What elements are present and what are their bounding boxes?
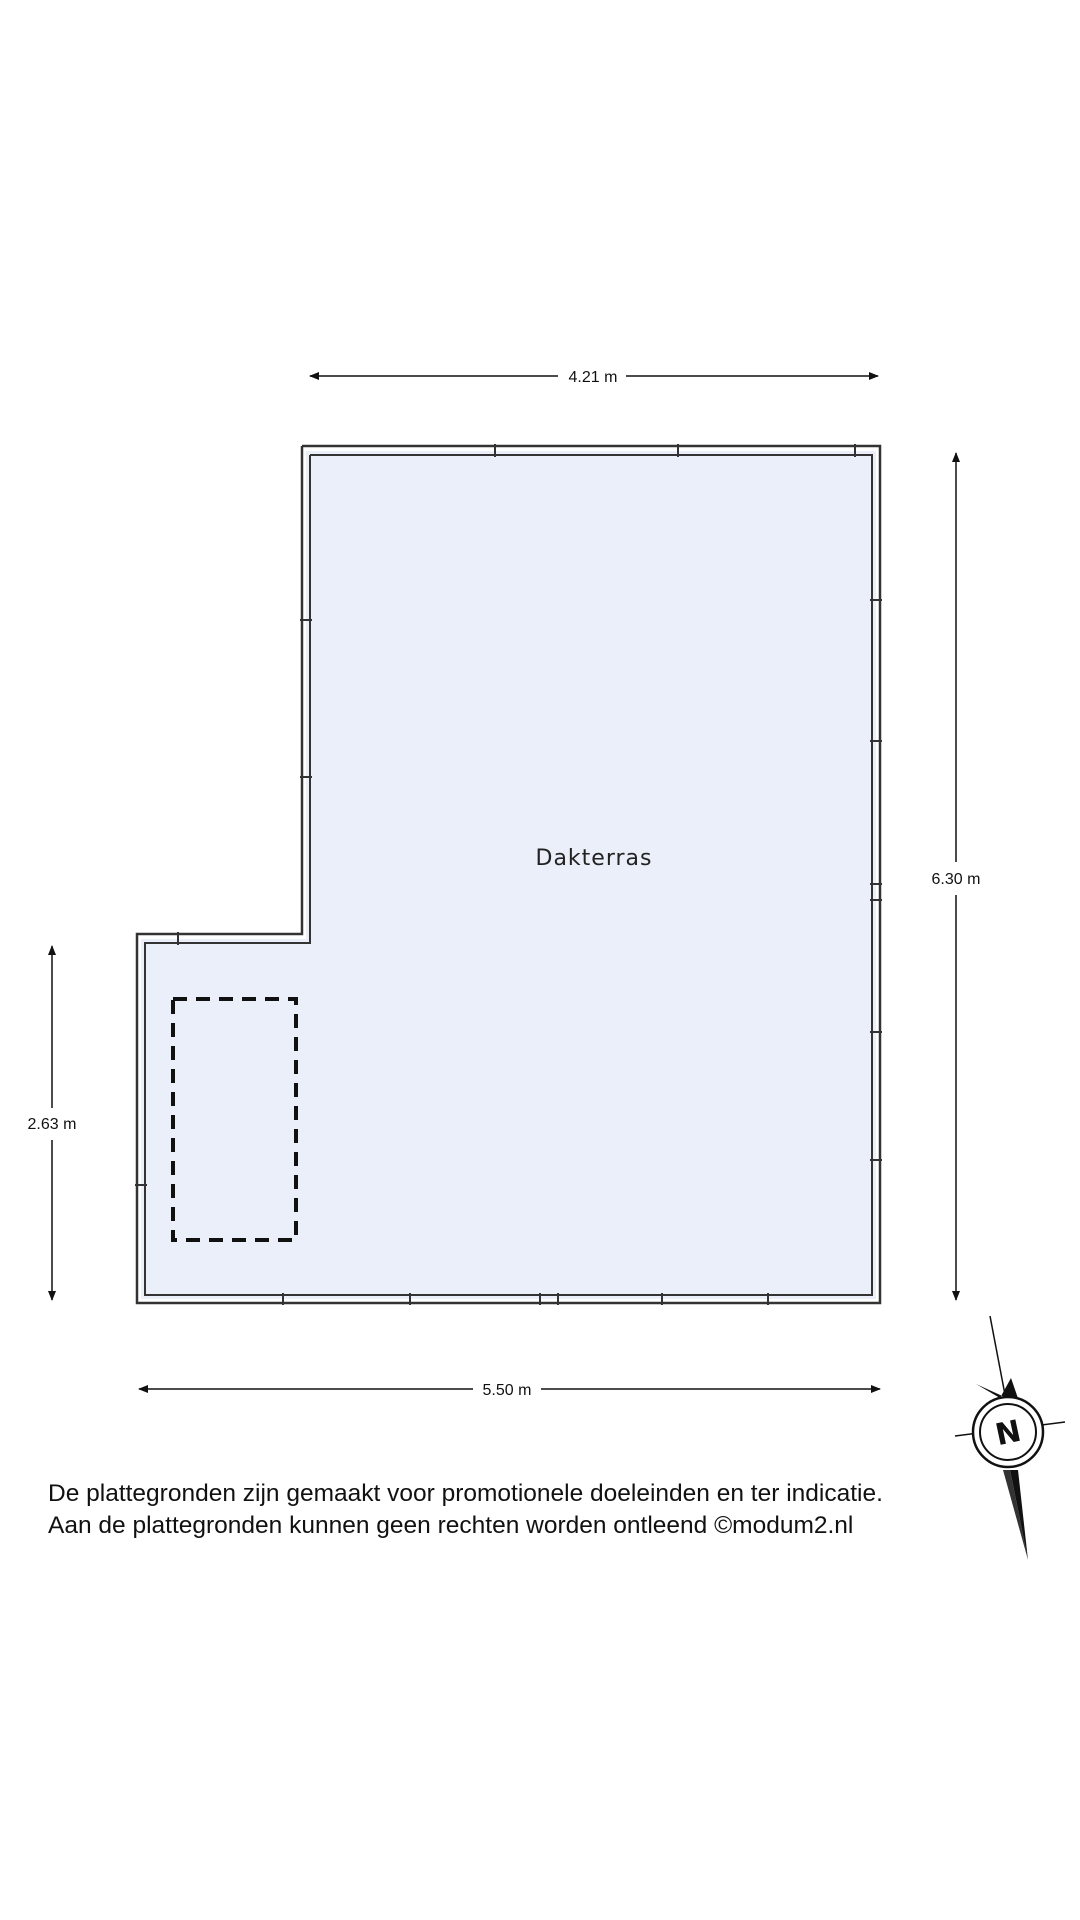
wall-inner	[144, 454, 873, 1296]
disclaimer-line-2: Aan de plattegronden kunnen geen rechten…	[48, 1512, 854, 1539]
dimension-left: 2.63 m	[28, 945, 77, 1301]
dashed-outline-object	[171, 997, 298, 1242]
wall-ticks	[135, 444, 882, 1305]
disclaimer: De plattegronden zijn gemaakt voor promo…	[48, 1478, 1048, 1542]
floor-area	[141, 451, 876, 1299]
dimension-left-label: 2.63 m	[28, 1116, 77, 1133]
room-label: Dakterras	[536, 846, 653, 871]
dimension-top: 4.21 m	[309, 369, 879, 386]
wall-outer	[135, 444, 882, 1305]
dimension-bottom: 5.50 m	[138, 1382, 881, 1399]
compass-icon: N	[954, 1315, 1066, 1560]
disclaimer-line-1: De plattegronden zijn gemaakt voor promo…	[48, 1480, 883, 1507]
dimension-bottom-label: 5.50 m	[483, 1382, 532, 1399]
dimension-top-label: 4.21 m	[569, 369, 618, 386]
dimension-right-label: 6.30 m	[932, 871, 981, 888]
dimension-right: 6.30 m	[932, 452, 981, 1301]
